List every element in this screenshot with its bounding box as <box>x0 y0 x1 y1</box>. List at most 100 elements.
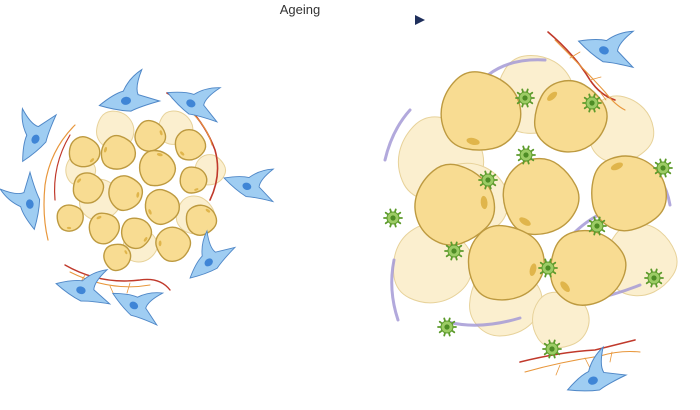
immune-cell <box>478 170 498 190</box>
fibroblast-nucleus <box>242 182 252 191</box>
fibroblast <box>55 269 112 305</box>
capillary-branch <box>555 351 613 376</box>
young-adipocytes <box>56 119 218 272</box>
fibroblast <box>21 107 58 163</box>
capillary <box>69 271 151 288</box>
fibroblast <box>577 30 635 69</box>
fibrosis-strand <box>390 258 400 322</box>
adipocyte-nucleus <box>180 151 185 156</box>
fibroblast-nucleus <box>121 96 131 105</box>
aged-immune-cells <box>383 88 673 359</box>
adipocyte-nucleus <box>610 162 623 171</box>
fibroblast <box>566 345 628 392</box>
capillary-branch <box>569 51 607 101</box>
adipocyte <box>144 188 181 226</box>
fibroblast-nucleus <box>186 99 196 108</box>
immune-cell <box>516 145 536 165</box>
adipocyte-nucleus <box>194 188 199 191</box>
adipocyte-nucleus <box>519 217 531 226</box>
adipocyte-nucleus <box>143 237 148 242</box>
adipocyte-nucleus <box>66 226 72 230</box>
adipocyte-nucleus <box>89 158 95 163</box>
fibrosis-strand <box>486 58 547 77</box>
adipocyte-nucleus <box>103 146 108 153</box>
adipocyte-nucleus <box>560 281 570 293</box>
adipocyte-nucleus <box>205 208 211 213</box>
adipocyte-nucleus <box>529 263 537 276</box>
adipocyte <box>179 166 208 194</box>
artery <box>64 264 171 291</box>
adipocyte-nucleus <box>158 240 162 247</box>
fibroblast <box>166 87 222 123</box>
immune-cell <box>582 93 602 113</box>
hypertrophic-adipocyte <box>440 71 522 151</box>
immune-cell <box>644 268 664 288</box>
adipocyte <box>155 226 192 263</box>
aged-fibroblasts <box>566 30 635 392</box>
hypertrophic-adipocyte <box>549 229 627 306</box>
adipocyte <box>72 172 105 204</box>
adipocyte-nucleus <box>96 215 102 220</box>
fibroblast-nucleus <box>26 199 34 209</box>
immune-cell <box>515 88 535 108</box>
hypertrophic-adipocyte <box>502 157 580 236</box>
adipocyte-nucleus <box>159 130 163 136</box>
hypertrophic-adipocyte <box>591 155 668 232</box>
immune-cell <box>444 241 464 261</box>
hypertrophic-adipocyte <box>414 163 496 246</box>
adipocyte <box>138 149 177 187</box>
artery <box>519 339 636 363</box>
fibroblast <box>0 170 41 231</box>
fibroblast <box>111 292 165 327</box>
adipocyte <box>88 212 121 245</box>
fibrosis-strand <box>383 108 412 162</box>
hypertrophic-adipocyte <box>467 224 545 301</box>
fibroblast-nucleus <box>76 286 86 295</box>
adipocyte <box>103 243 132 272</box>
immune-cell <box>437 317 457 337</box>
ageing-arrow-head <box>415 15 425 25</box>
adipocyte-nucleus <box>156 153 163 157</box>
adipocyte-nucleus <box>148 209 152 215</box>
adipocyte <box>120 217 153 250</box>
adipocyte <box>68 135 101 168</box>
fibroblast <box>223 168 275 203</box>
immune-cell <box>538 258 558 278</box>
fibroblast <box>98 68 162 112</box>
artery <box>53 134 71 201</box>
immune-cell <box>542 339 562 359</box>
capillary <box>43 124 76 241</box>
fibroblast-nucleus <box>599 46 609 55</box>
immune-cell <box>653 158 673 178</box>
adipocyte-nucleus <box>466 137 480 146</box>
adipocyte <box>174 128 207 161</box>
aged-hypertrophic-adipocytes <box>414 71 668 306</box>
fibroblast <box>189 229 237 279</box>
capillary <box>554 39 626 111</box>
fibroblast-nucleus <box>204 258 213 267</box>
ageing-label: Ageing <box>279 2 321 17</box>
capillary <box>524 350 641 373</box>
immune-cell <box>383 208 403 228</box>
fibroblast-nucleus <box>588 376 598 385</box>
fibroblast-nucleus <box>129 301 139 310</box>
adipocyte <box>185 204 218 236</box>
adipocyte <box>56 204 84 232</box>
aged-adipose-tissue <box>383 30 678 392</box>
adipocyte-nucleus <box>547 91 558 101</box>
immune-cell <box>587 216 607 236</box>
young-adipose-tissue <box>0 68 275 327</box>
young-fibroblasts <box>0 68 275 327</box>
fibrosis-strand <box>446 316 522 327</box>
hypertrophic-adipocyte <box>533 79 608 153</box>
adipocyte-nucleus <box>124 250 128 255</box>
aged-blood-vessels <box>519 31 641 376</box>
ageing-arrow <box>178 15 425 25</box>
adipocyte <box>100 134 137 170</box>
fibroblast-nucleus <box>31 134 40 144</box>
adipocyte-nucleus <box>136 192 140 198</box>
adipocyte-nucleus <box>77 178 82 183</box>
adipocyte-nucleus <box>480 195 488 210</box>
adipocyte <box>108 175 144 212</box>
